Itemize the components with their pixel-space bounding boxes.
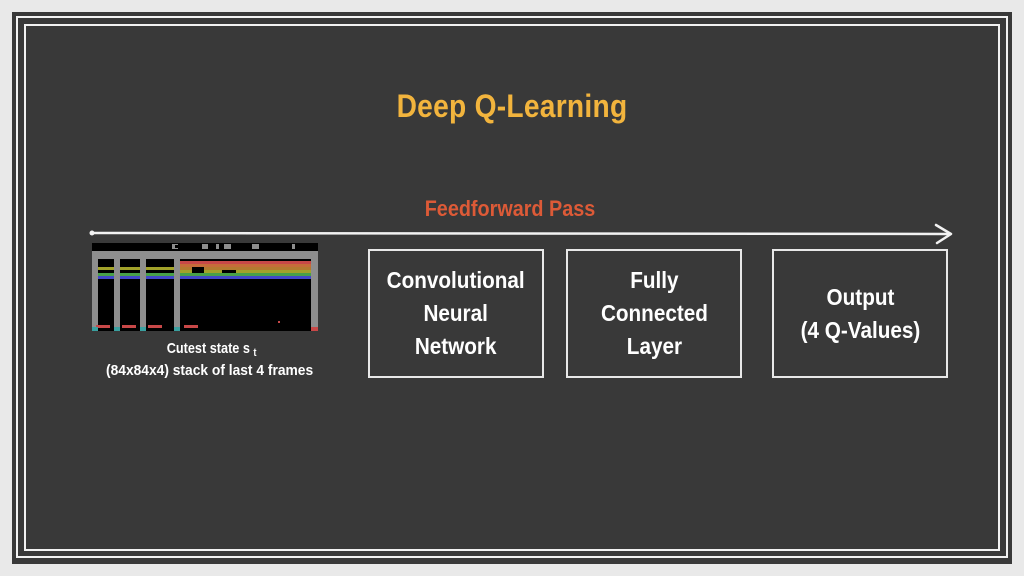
page-title: Deep Q-Learning [396, 88, 628, 124]
input-caption-text: Cutest state s [166, 340, 250, 357]
output-box: Output (4 Q-Values) [772, 249, 948, 378]
arrow-shaft [91, 231, 951, 236]
fully-connected-box: Fully Connected Layer [566, 249, 742, 378]
frame-right-outer [1006, 16, 1008, 558]
breakout-frames-image [92, 243, 318, 331]
state-subscript: t [253, 347, 257, 359]
frame-top-inner [24, 24, 1000, 26]
conv-net-label: Convolutional Neural Network [386, 267, 525, 359]
frame-left-inner [24, 24, 26, 551]
arrowhead-icon [934, 223, 953, 245]
conv-net-box: Convolutional Neural Network [368, 249, 544, 378]
frame-bottom-outer [16, 556, 1008, 558]
frame-top-outer [16, 16, 1008, 18]
output-label: Output (4 Q-Values) [800, 283, 920, 343]
feedforward-pass-label: Feedforward Pass [424, 196, 596, 221]
frame-right-inner [998, 24, 1000, 551]
frame-bottom-inner [24, 549, 1000, 551]
fully-connected-label: Fully Connected Layer [600, 267, 708, 359]
input-caption-shape: (84x84x4) stack of last 4 frames [106, 362, 314, 379]
input-caption-line2: (84x84x4) stack of last 4 frames [60, 362, 360, 379]
frame-left-outer [16, 16, 18, 558]
